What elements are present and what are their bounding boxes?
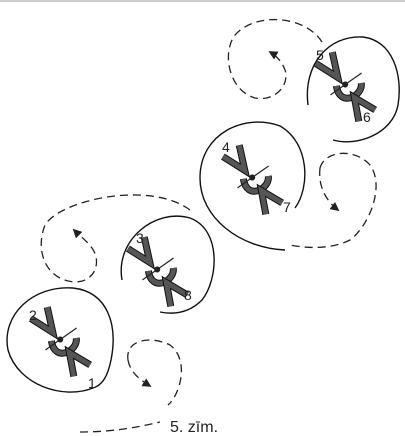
outer-solid-loop [200,122,305,250]
figure-caption: 5. zīm. [170,419,218,436]
label-top: 5 [316,47,324,63]
label-bottom: 7 [283,199,291,215]
dashed-hook-1 [128,340,182,405]
dashed-hook-3 [290,153,376,247]
label-top: 3 [136,230,144,246]
dashed-hook-2 [41,195,190,282]
label-top: 2 [29,307,37,323]
label-bottom: 6 [363,109,371,125]
label-bottom: 8 [184,287,192,303]
sign-group-1 [7,288,113,392]
hand-sign-glyph [26,300,98,381]
label-top: 4 [222,139,230,155]
label-bottom: 1 [88,375,96,391]
sign-group-3 [200,122,305,250]
dashed-bottom-arc [80,422,160,432]
